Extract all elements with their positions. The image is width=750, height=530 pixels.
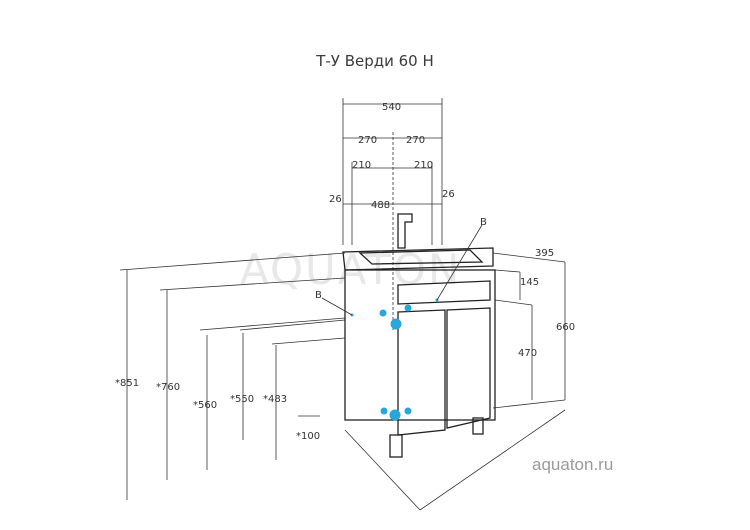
wall-outline xyxy=(119,252,566,511)
dim-edge-right: 26 xyxy=(442,189,455,200)
marker-label-left: B xyxy=(315,290,322,301)
connector-dot xyxy=(379,309,387,317)
drawer-front xyxy=(397,280,491,305)
height-dimension-lines xyxy=(126,262,566,500)
dim-door-height: 470 xyxy=(518,348,537,359)
dim-rim-height: *760 xyxy=(156,382,180,393)
dim-width-total: 540 xyxy=(382,102,401,113)
basin-top xyxy=(342,247,494,271)
faucet xyxy=(397,213,413,249)
dim-half-left: 270 xyxy=(358,135,377,146)
cabinet-body xyxy=(344,269,496,421)
connector-dot xyxy=(390,318,402,330)
product-title: Т-У Верди 60 Н xyxy=(316,52,434,70)
connector-dot xyxy=(380,407,388,415)
dim-drawer-height: 145 xyxy=(520,277,539,288)
dim-total-height: *851 xyxy=(115,378,139,389)
connector-dot xyxy=(404,304,412,312)
dim-offset-right: 210 xyxy=(414,160,433,171)
vanity-unit xyxy=(342,213,496,458)
leg-front-left xyxy=(389,434,403,458)
dim-conn-mid: *550 xyxy=(230,394,254,405)
connector-dot xyxy=(404,407,412,415)
dim-conn-upper: *560 xyxy=(193,400,217,411)
connector-markers xyxy=(321,224,483,421)
dim-body-height: 660 xyxy=(556,322,575,333)
dimension-labels: 540 270 270 210 210 26 26 488 395 145 47… xyxy=(115,102,575,442)
marker-label-right: B xyxy=(480,217,487,228)
width-dimension-lines xyxy=(342,98,443,330)
dim-conn-lower: *483 xyxy=(263,394,287,405)
leg-front-right xyxy=(472,417,484,435)
dim-depth: 395 xyxy=(535,248,554,259)
basin-bowl xyxy=(358,249,484,265)
dim-half-right: 270 xyxy=(406,135,425,146)
connector-dot xyxy=(389,409,401,421)
dim-offset-left: 210 xyxy=(352,160,371,171)
door-left xyxy=(397,309,446,436)
dim-edge-left: 26 xyxy=(329,194,342,205)
door-right xyxy=(446,307,491,429)
dim-leg-height: *100 xyxy=(296,431,320,442)
website-link[interactable]: aquaton.ru xyxy=(532,455,614,474)
dim-inner-width: 488 xyxy=(371,200,390,211)
